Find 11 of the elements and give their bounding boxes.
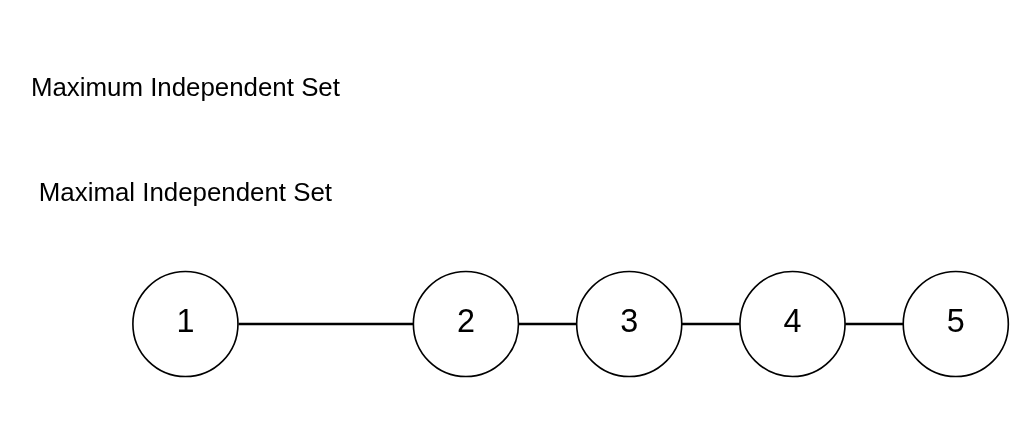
label: Maximum Independent Set: [30, 72, 340, 101]
label: Maximal Independent Set: [38, 177, 333, 206]
connector: [238, 322, 414, 326]
node-circle: 4: [739, 270, 846, 378]
node-circle: 2: [412, 270, 520, 378]
node-circle: 1: [132, 270, 239, 378]
node-circle: 5: [902, 270, 1010, 378]
connector: [518, 322, 577, 326]
node-circle: 3: [575, 270, 683, 378]
connector: [681, 322, 740, 326]
connector: [845, 322, 903, 326]
